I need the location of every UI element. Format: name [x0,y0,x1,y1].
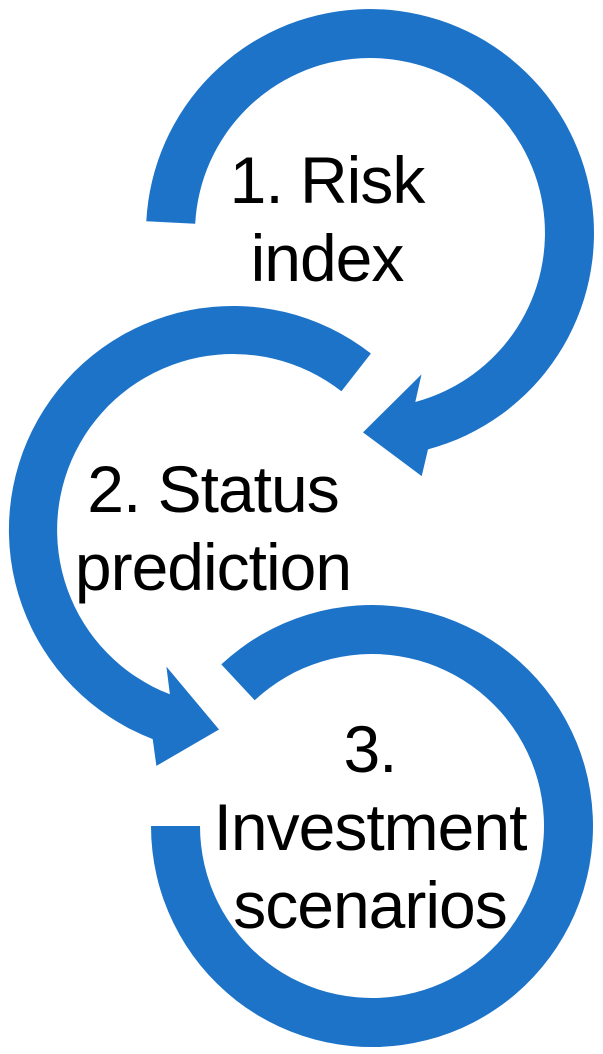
step-label-line: Investment [213,790,528,864]
step-2-arrow-ring [8,305,371,766]
step-label-line: prediction [74,530,352,604]
step-label-line: 2. Status [87,452,340,526]
step-1-label: 1. Risk index [229,141,426,297]
step-label-line: 3. [343,712,397,786]
step-2-label: 2. Status prediction [74,450,352,606]
step-label-line: scenarios [233,868,507,942]
step-label-line: 1. Risk [229,143,426,217]
step-3-label: 3. Investment scenarios [213,710,528,944]
step-label-line: index [250,221,405,295]
